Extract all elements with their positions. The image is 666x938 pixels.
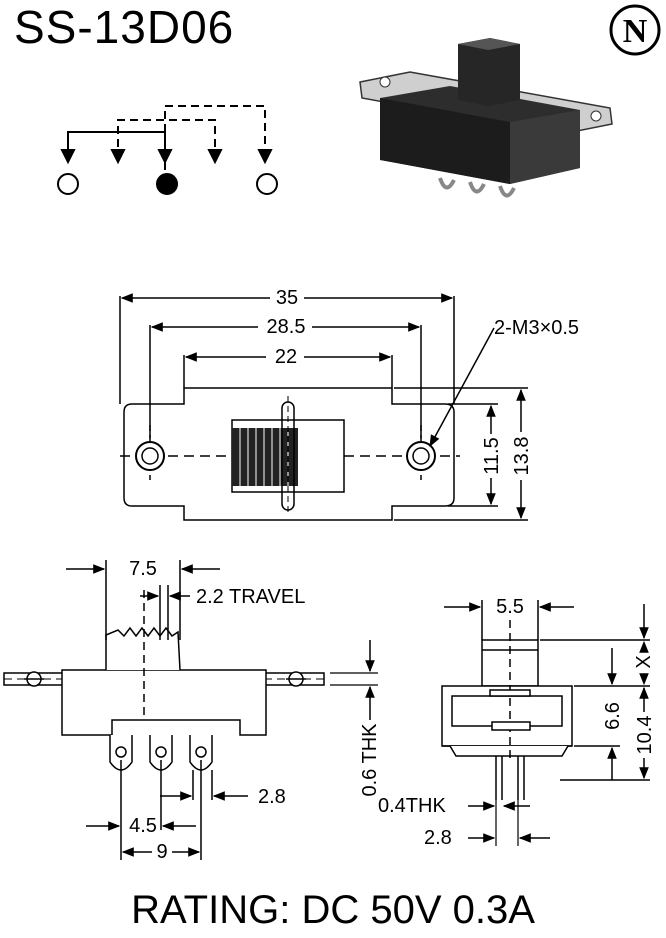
- dim-35-label: 35: [276, 287, 298, 309]
- dim-5-5-label: 5.5: [496, 596, 524, 618]
- pin-thickness-label: 0.4THK: [378, 795, 446, 817]
- screw-spec-label: 2-M3×0.5: [494, 317, 579, 339]
- rating-label: RATING: DC 50V 0.3A: [131, 888, 535, 932]
- dim-x-label: X: [633, 655, 655, 668]
- dim-10-4-label: 10.4: [634, 716, 656, 755]
- side-view-dimensions: 5.5 X 6.6 10.4 0.4THK 2.8: [378, 596, 656, 849]
- pin-pitch-label: 2.8: [424, 827, 452, 849]
- product-illustration: [359, 38, 613, 198]
- circuit-schematic: [57, 105, 278, 195]
- dim-22-label: 22: [275, 346, 297, 368]
- travel-label: 2.2 TRAVEL: [196, 586, 305, 608]
- frame-thickness-label: 0.6 THK: [359, 723, 381, 797]
- dim-13-8-label: 13.8: [511, 437, 533, 476]
- dim-4-5-label: 4.5: [129, 815, 157, 837]
- svg-text:N: N: [623, 13, 648, 50]
- dim-11-5-label: 11.5: [481, 437, 503, 474]
- brand-logo: N: [609, 4, 661, 56]
- dim-28-5-label: 28.5: [267, 316, 306, 338]
- dim-6-6-label: 6.6: [602, 702, 624, 730]
- dim-9-label: 9: [156, 841, 167, 863]
- top-view-drawing: 35 28.5 22 2-M3×0.5 11.5 13.8: [119, 286, 579, 521]
- pin-width-label: 2.8: [258, 786, 286, 808]
- part-number-title: SS-13D06: [14, 1, 235, 53]
- front-view-dimensions: 7.5 2.2 TRAVEL 2.8 4.5 9 0.6 THK: [66, 558, 381, 863]
- dim-7-5-label: 7.5: [129, 558, 157, 580]
- front-view-drawing: [3, 560, 325, 860]
- side-view-drawing: [441, 600, 650, 800]
